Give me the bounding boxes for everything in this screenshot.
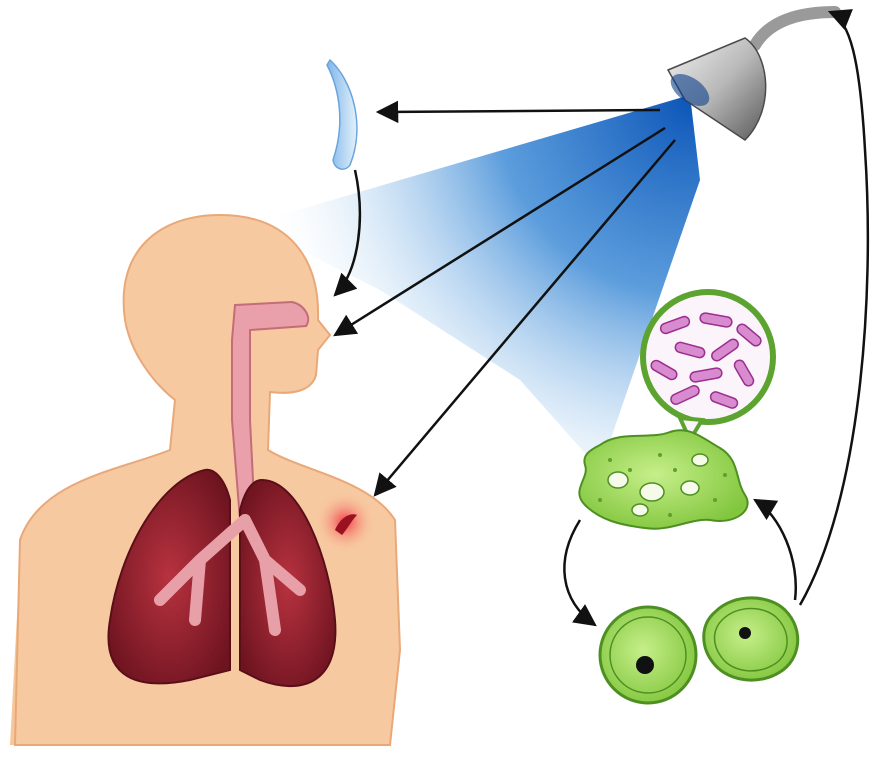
bacteria-magnifier-icon [643, 292, 773, 440]
arrow-shower-to-lens [378, 110, 660, 112]
amoeba-cyst-icon [704, 598, 798, 680]
contact-lens-icon [327, 60, 357, 169]
arrow-cyst-to-shower [800, 12, 868, 605]
skin-wound-icon [315, 492, 375, 552]
arrow-cyst-to-trophozoite [755, 500, 796, 600]
arrow-trophozoite-to-cyst [564, 520, 595, 625]
amoeba-trophozoite-icon [579, 430, 747, 529]
amoeba-cyst-icon [600, 607, 696, 703]
